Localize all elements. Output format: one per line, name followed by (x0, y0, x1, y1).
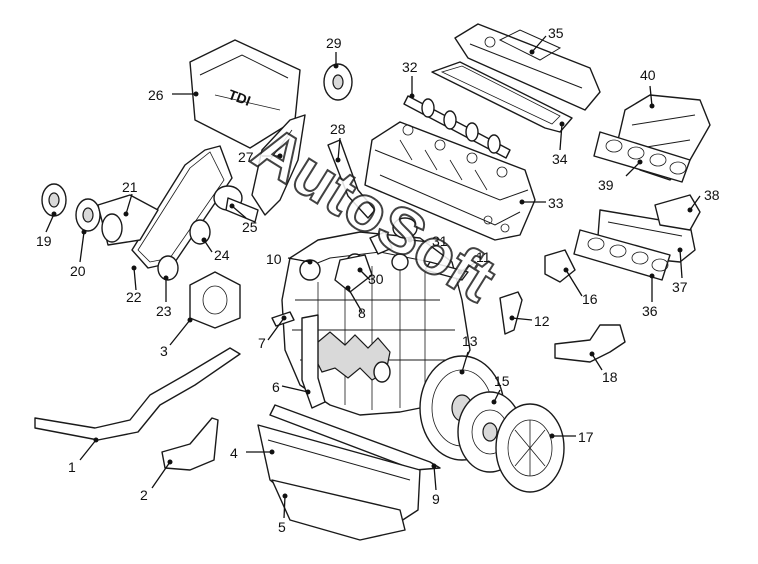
crank-sprocket (157, 255, 179, 281)
oil-seal-housing (189, 271, 241, 329)
engine-mount-bracket (544, 249, 576, 283)
camshaft (403, 95, 511, 159)
timing-belt-guard (251, 114, 306, 216)
coolant-flange-pipe (554, 324, 626, 363)
cover-gasket (431, 61, 573, 133)
callout-12: 12 (534, 313, 550, 329)
manifold-bracket (424, 261, 469, 281)
callout-15: 15 (494, 373, 510, 389)
pressure-plate (495, 403, 565, 493)
filler-cap (392, 217, 418, 239)
callout-7: 7 (258, 335, 266, 351)
callout-40: 40 (640, 67, 656, 83)
callout-28: 28 (330, 121, 346, 137)
belt-tensioner (213, 185, 259, 223)
callout-23: 23 (156, 303, 172, 319)
oil-filter-housing (334, 254, 373, 293)
intake-gasket (593, 131, 691, 183)
exhaust-gasket (573, 229, 671, 281)
oil-pan-gasket (269, 404, 441, 471)
callout-37: 37 (672, 279, 688, 295)
callout-31: 31 (432, 233, 448, 249)
callout-34: 34 (552, 151, 568, 167)
callout-13: 13 (462, 333, 478, 349)
callout-35: 35 (548, 25, 564, 41)
callout-6: 6 (272, 379, 280, 395)
heat-shield (654, 194, 701, 231)
callout-33: 33 (548, 195, 564, 211)
callout-labels: 1 2 3 4 5 6 7 8 9 10 11 12 13 15 16 17 1… (36, 25, 720, 535)
callout-25: 25 (242, 219, 258, 235)
callout-38: 38 (704, 187, 720, 203)
callout-26: 26 (148, 87, 164, 103)
callout-8: 8 (358, 305, 366, 321)
vacuum-pump (369, 231, 393, 255)
crankshaft (314, 331, 391, 383)
callout-18: 18 (602, 369, 618, 385)
valve-cover (454, 23, 601, 111)
idler-pulley-top (323, 63, 353, 101)
callout-2: 2 (140, 487, 148, 503)
callout-29: 29 (326, 35, 342, 51)
callout-22: 22 (126, 289, 142, 305)
callout-24: 24 (214, 247, 230, 263)
callout-4: 4 (230, 445, 238, 461)
callout-1: 1 (68, 459, 76, 475)
thermostat-fitting (161, 417, 219, 471)
leader-lines (45, 35, 701, 519)
callout-30: 30 (368, 271, 384, 287)
callout-11: 11 (476, 249, 491, 265)
injector (499, 291, 523, 335)
callout-10: 10 (266, 251, 282, 267)
crank-pulley (41, 183, 67, 217)
water-pump (97, 194, 159, 246)
tensioner-roller (189, 219, 211, 245)
callout-21: 21 (122, 179, 138, 195)
callout-20: 20 (70, 263, 86, 279)
callout-17: 17 (578, 429, 594, 445)
oil-pickup-pipe (301, 314, 326, 409)
callout-19: 19 (36, 233, 52, 249)
cylinder-head (364, 121, 536, 241)
tdi-lettering: TDI (226, 86, 253, 109)
callout-32: 32 (402, 59, 418, 75)
callout-36: 36 (642, 303, 658, 319)
idler-pulley (75, 198, 101, 232)
callout-3: 3 (160, 343, 168, 359)
callout-9: 9 (432, 491, 440, 507)
callout-39: 39 (598, 177, 614, 193)
callout-27: 27 (238, 149, 254, 165)
callout-5: 5 (278, 519, 286, 535)
callout-16: 16 (582, 291, 598, 307)
oil-pan-baffle (271, 479, 406, 541)
